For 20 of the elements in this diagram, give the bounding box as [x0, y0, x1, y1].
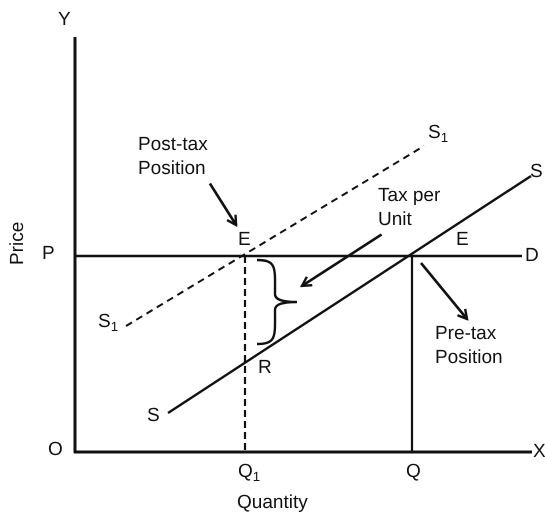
axis-label: Q [406, 460, 421, 484]
axis-title: Price [6, 222, 29, 265]
curve-label: S$_{1}$ [98, 310, 118, 334]
point-label: E [238, 228, 253, 252]
axis-label: X [533, 440, 545, 464]
axis-label: Y [58, 8, 71, 32]
curve-label: S [147, 404, 160, 428]
curve-label: S$_{1}$ [428, 121, 448, 145]
axis-label: Q$_{1}$ [238, 460, 260, 484]
leader-arrow [300, 233, 382, 288]
axis-label: O [48, 438, 63, 462]
leader-arrow [420, 262, 468, 320]
axis-title: Quantity [237, 491, 308, 515]
leader-arrow [208, 182, 238, 226]
callout-text: Post-tax Position [138, 133, 248, 180]
axis-label: P [42, 242, 55, 266]
point-label: R [258, 356, 272, 380]
callout-text: Pre-tax Position [435, 322, 543, 370]
curve-label: S [530, 160, 543, 184]
curve-label: D [525, 244, 539, 268]
